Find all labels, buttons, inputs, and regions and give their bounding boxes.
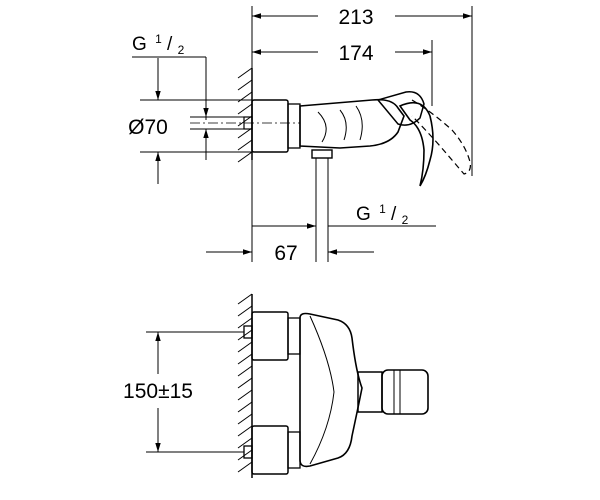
wall-hatch-top: [237, 67, 253, 163]
handle-base: [376, 91, 425, 126]
dim-outlet-offset-label: 67: [274, 242, 297, 265]
cartridge-handle: [381, 369, 429, 415]
thread-inlet-num: 1: [155, 32, 162, 46]
dim-inlet-spacing-label: 150±15: [123, 380, 193, 403]
lever-handle: [398, 101, 434, 187]
upper-inlet-stub: [243, 325, 253, 339]
thread-outlet-prefix: G: [356, 204, 371, 225]
dim-escutcheon-diameter: [140, 58, 252, 184]
dim-escutcheon-diameter-label: Ø70: [128, 116, 168, 139]
escutcheon-inner: [287, 103, 301, 149]
mixer-body-front-edge: [309, 315, 335, 465]
lower-escutcheon-inner: [287, 431, 301, 469]
dim-handle-reach: [252, 40, 433, 106]
side-view: [190, 67, 471, 262]
thread-inlet-label: G 1 / 2: [132, 27, 185, 57]
mixer-body-front: [299, 312, 363, 468]
mixer-body-side: [299, 98, 405, 149]
dim-handle-reach-label: 174: [338, 42, 373, 65]
lever-dashed: [411, 99, 471, 175]
thread-outlet-slash: /: [391, 204, 397, 225]
outlet-nut: [311, 149, 333, 159]
mixer-shading: [317, 105, 363, 143]
lower-inlet-stub: [243, 445, 253, 459]
thread-inlet-prefix: G: [132, 34, 147, 55]
lower-escutcheon: [251, 425, 289, 475]
thread-inlet-leader: [132, 56, 207, 118]
wall-hatch-bottom: [237, 293, 253, 473]
dim-inlet-spacing: [146, 331, 244, 453]
upper-escutcheon-inner: [287, 317, 301, 355]
thread-outlet-den: 2: [402, 213, 409, 227]
escutcheon: [251, 99, 289, 153]
dim-overall-length-label: 213: [338, 6, 373, 29]
thread-outlet-num: 1: [379, 202, 386, 216]
dim-overall-length: [251, 6, 473, 176]
front-view: [237, 293, 429, 478]
thread-inlet-slash: /: [167, 34, 173, 55]
dim-outlet-offset: [206, 160, 374, 262]
thread-inlet-den: 2: [178, 43, 185, 57]
thread-outlet-label: G 1 / 2: [356, 197, 409, 227]
upper-escutcheon: [251, 311, 289, 361]
